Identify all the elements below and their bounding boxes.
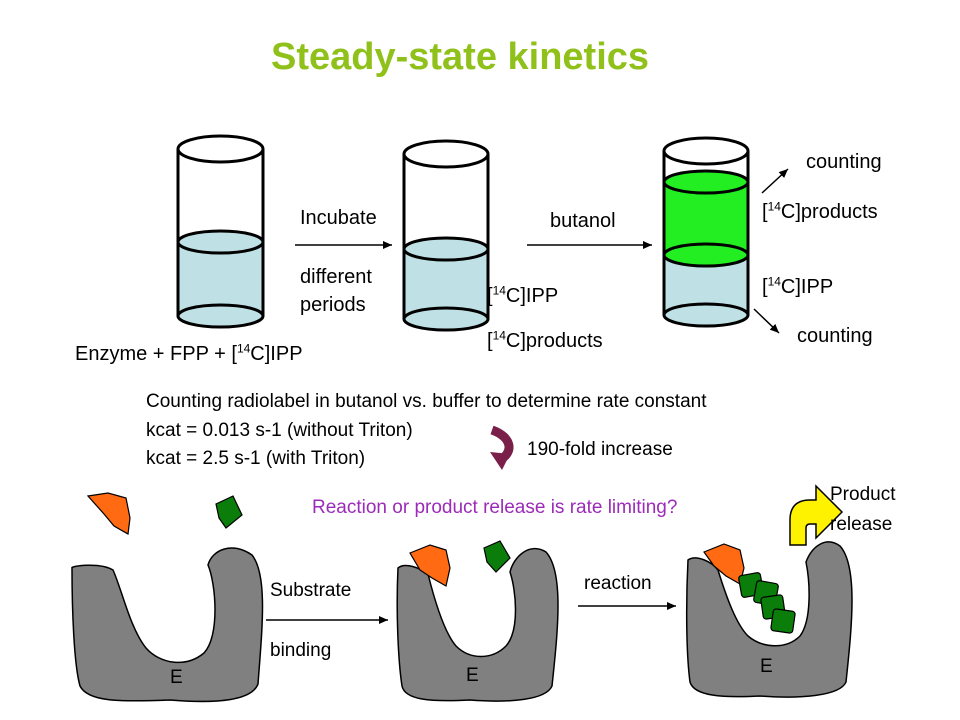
ipp-mid-label: [14C]IPP	[487, 283, 559, 307]
beaker-incubated	[402, 139, 490, 332]
rate-limiting-question: Reaction or product release is rate limi…	[312, 497, 678, 518]
counting-bottom-label: counting	[797, 325, 873, 347]
enzyme-product	[685, 541, 853, 698]
substrate-green	[215, 495, 243, 529]
enzyme-label-1: E	[170, 667, 183, 688]
reaction-label: reaction	[584, 573, 652, 594]
different-label: different	[300, 266, 372, 288]
product-release-line1: Product	[830, 484, 896, 505]
enzyme-label-3: E	[760, 656, 773, 677]
butanol-label: butanol	[550, 210, 616, 232]
fold-increase-label: 190-fold increase	[527, 439, 673, 460]
substrate-orange	[86, 492, 131, 535]
product-chain	[738, 572, 796, 634]
enzyme-bound	[396, 547, 559, 702]
explanation-line1: Counting radiolabel in butanol vs. buffe…	[146, 391, 707, 412]
binding-label: binding	[270, 640, 332, 661]
bound-green	[483, 540, 511, 573]
substrate-label: Substrate	[270, 580, 352, 601]
product-release-line2: release	[830, 514, 893, 535]
products-mid-label: [14C]products	[487, 328, 603, 352]
release-arrow	[789, 484, 844, 546]
enzyme-mix-label: Enzyme + FPP + [14C]IPP	[75, 341, 303, 365]
counting-top-label: counting	[806, 151, 882, 173]
enzyme-free	[71, 547, 264, 703]
counting-up-arrow	[761, 168, 789, 194]
beaker-start	[176, 134, 265, 329]
periods-label: periods	[300, 294, 366, 316]
products-right-label: [14C]products	[762, 199, 878, 223]
incubate-label: Incubate	[300, 207, 377, 229]
enzyme-label-2: E	[466, 665, 479, 686]
bound-orange	[409, 544, 451, 587]
kcat-with-triton: kcat = 2.5 s-1 (with Triton)	[146, 448, 366, 469]
page-title: Steady-state kinetics	[270, 36, 650, 78]
beaker-extracted	[662, 136, 750, 328]
kcat-without-triton: kcat = 0.013 s-1 (without Triton)	[146, 420, 413, 441]
counting-down-arrow	[753, 308, 780, 334]
ipp-right-label: [14C]IPP	[762, 274, 834, 298]
